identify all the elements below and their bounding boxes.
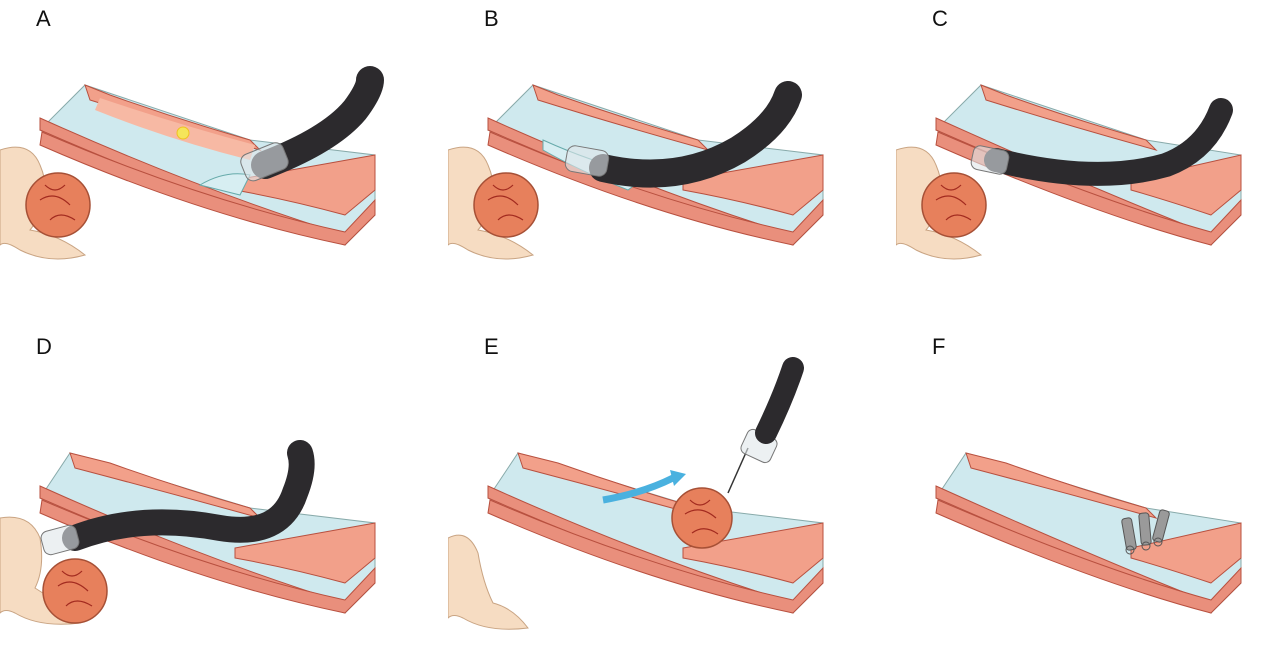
illustration-d bbox=[0, 440, 376, 625]
endoscope-icon bbox=[589, 81, 802, 188]
panel-label-d: D bbox=[36, 334, 52, 359]
panel-b: B bbox=[448, 0, 874, 328]
mucosa-right bbox=[682, 154, 824, 216]
submucosal-tumor-icon bbox=[671, 487, 733, 549]
fat-tissue bbox=[448, 534, 529, 630]
panel-f: F bbox=[896, 328, 1280, 656]
arrow-icon bbox=[602, 474, 675, 504]
submucosal-tumor-icon bbox=[42, 558, 108, 624]
transparent-cap-icon bbox=[564, 145, 610, 177]
muscle-layer-side bbox=[39, 131, 376, 246]
panel-label-e: E bbox=[484, 334, 499, 359]
arrow-head-icon bbox=[670, 470, 686, 486]
panel-d: D bbox=[0, 328, 426, 656]
panel-label-b: B bbox=[484, 6, 499, 31]
panel-label-c: C bbox=[932, 6, 948, 31]
mucosa-right bbox=[234, 154, 376, 216]
clips-icon bbox=[1121, 509, 1170, 555]
endoscope-icon bbox=[984, 98, 1233, 186]
mucosa-right bbox=[1130, 154, 1242, 216]
snare-wire bbox=[727, 447, 749, 494]
submucosal-tumor-icon bbox=[25, 172, 91, 238]
panel-c: C bbox=[896, 0, 1280, 328]
illustration-a bbox=[0, 66, 384, 260]
mucosa-surface bbox=[95, 98, 255, 160]
mucosa-right bbox=[234, 522, 376, 584]
muscle-layer-side bbox=[487, 499, 824, 614]
mucosa-right bbox=[682, 522, 824, 584]
panel-e: E bbox=[448, 328, 874, 656]
transparent-cap-icon bbox=[970, 145, 1010, 175]
panel-a: A bbox=[0, 0, 426, 328]
mucosa-top bbox=[980, 84, 1158, 151]
transparent-cap-icon bbox=[40, 524, 80, 556]
illustration-e bbox=[448, 357, 824, 630]
illustration-f bbox=[935, 452, 1242, 614]
submucosal-tumor-icon bbox=[921, 172, 987, 238]
injection-spot-icon bbox=[176, 126, 190, 140]
panel-label-a: A bbox=[36, 6, 51, 31]
mucosa-right bbox=[1130, 522, 1242, 584]
muscle-layer-side bbox=[935, 499, 1242, 614]
transparent-cap-icon bbox=[240, 142, 289, 182]
illustration-b bbox=[448, 81, 824, 260]
endoscope-icon bbox=[251, 66, 384, 179]
mucosa-top bbox=[965, 452, 1158, 519]
submucosal-tumor-icon bbox=[473, 172, 539, 238]
panel-label-f: F bbox=[932, 334, 946, 359]
endoscope-icon bbox=[755, 357, 804, 444]
endoscope-icon bbox=[62, 440, 315, 551]
muscle-layer-side bbox=[39, 499, 376, 614]
illustration-c bbox=[896, 84, 1242, 260]
